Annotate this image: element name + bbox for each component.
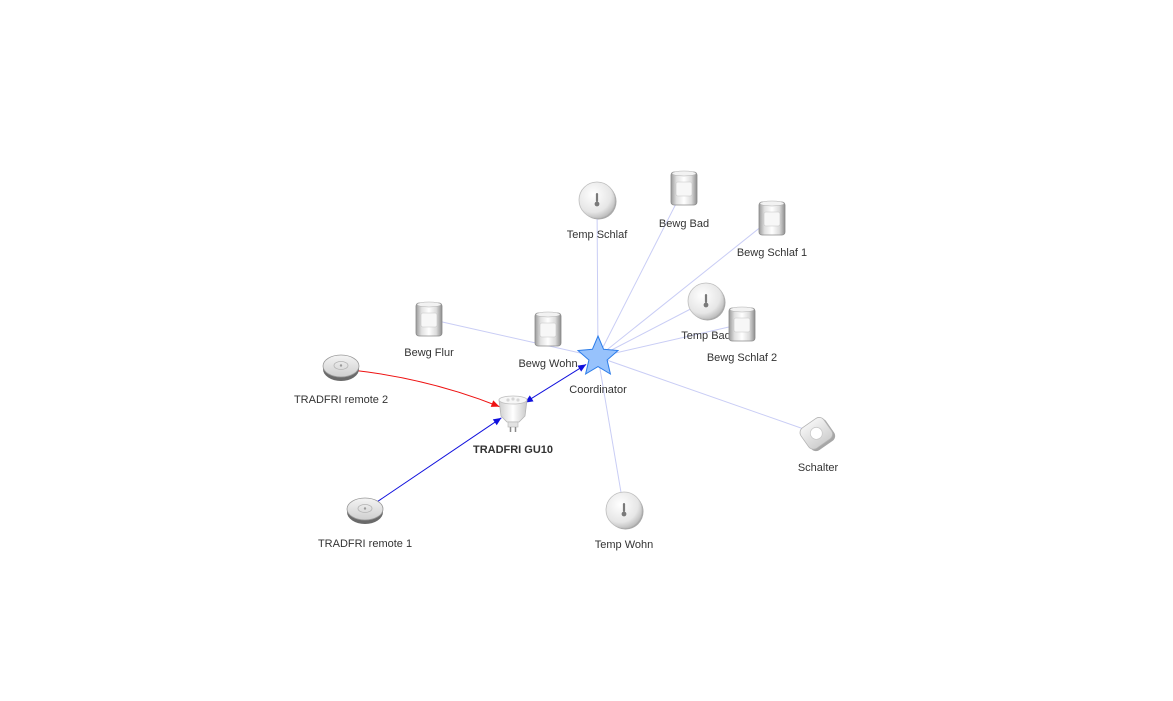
node-label: Bewg Bad [659,218,709,230]
edge-temp-schlaf-coordinator [596,199,599,358]
node-label: Coordinator [569,384,627,396]
star-icon [576,334,620,376]
node-label: Temp Wohn [595,539,654,551]
node-label: TRADFRI remote 1 [318,538,412,550]
edge-temp-wohn-coordinator [597,356,625,511]
nodes-layer: Coordinator TRADFRI GU10 [294,170,839,551]
node-label: Schalter [798,462,839,474]
node-temp-schlaf[interactable]: Temp Schlaf [567,181,628,241]
temperature-sensor-icon [687,282,726,321]
switch-icon [799,417,836,452]
motion-sensor-icon [534,311,562,347]
motion-sensor-icon [670,170,698,206]
edge-bewg-flur-coordinator [428,318,599,358]
edge-arrowhead [490,400,500,407]
node-tradfri-remote-1[interactable]: TRADFRI remote 1 [318,497,412,550]
node-label: Temp Bad [681,330,731,342]
node-bewg-schlaf-1[interactable]: Bewg Schlaf 1 [737,200,807,259]
edge-bewg-schlaf-1-coordinator [597,217,773,358]
remote-icon [346,497,384,524]
motion-sensor-icon [728,306,756,342]
edge-tradfri-remote-1-tradfri-gu10 [376,417,502,503]
node-temp-wohn[interactable]: Temp Wohn [595,491,654,551]
edge-arrowhead [577,364,587,372]
edge-schalter-coordinator [597,356,819,435]
node-coordinator[interactable]: Coordinator [569,334,627,396]
node-bewg-flur[interactable]: Bewg Flur [404,301,454,359]
node-bewg-wohn[interactable]: Bewg Wohn [518,311,578,370]
node-bewg-bad[interactable]: Bewg Bad [659,170,709,230]
edge-tradfri-remote-2-tradfri-gu10 [354,369,500,408]
edge-temp-bad-coordinator [597,300,707,358]
node-temp-bad[interactable]: Temp Bad [681,282,731,342]
remote-icon [322,354,360,381]
edge-arrowhead [492,417,502,426]
edge-tradfri-gu10-coordinator [524,363,587,404]
motion-sensor-icon [758,200,786,236]
node-label: Bewg Wohn [518,358,577,370]
node-label: TRADFRI GU10 [473,444,553,456]
temperature-sensor-icon [605,491,644,530]
node-schalter[interactable]: Schalter [798,415,839,474]
node-label: Bewg Schlaf 2 [707,352,777,364]
edge-bewg-bad-coordinator [597,187,685,358]
edges-layer [354,187,819,511]
node-tradfri-remote-2[interactable]: TRADFRI remote 2 [294,354,388,406]
bulb-icon [498,395,528,432]
node-tradfri-gu10[interactable]: TRADFRI GU10 [473,395,553,456]
node-bewg-schlaf-2[interactable]: Bewg Schlaf 2 [707,306,777,364]
node-label: TRADFRI remote 2 [294,394,388,406]
temperature-sensor-icon [578,181,617,220]
motion-sensor-icon [415,301,443,337]
node-label: Bewg Schlaf 1 [737,247,807,259]
node-label: Temp Schlaf [567,229,628,241]
node-label: Bewg Flur [404,347,454,359]
edge-bewg-schlaf-2-coordinator [597,323,743,358]
